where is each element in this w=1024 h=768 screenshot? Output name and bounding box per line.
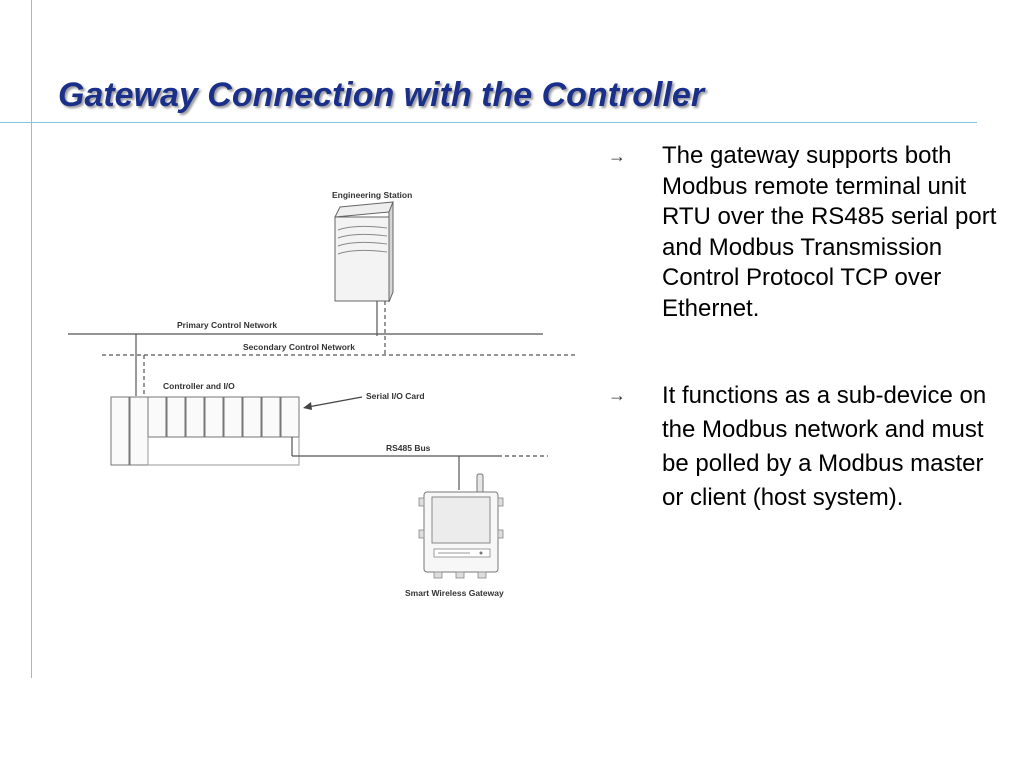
serial-io-card-label: Serial I/O Card <box>366 391 425 401</box>
arrow-right-icon: → <box>608 385 626 405</box>
primary-network-label: Primary Control Network <box>177 320 277 330</box>
gateway-label: Smart Wireless Gateway <box>405 588 504 598</box>
secondary-network-label: Secondary Control Network <box>243 342 355 352</box>
controller-rack <box>110 396 300 466</box>
slide-title: Gateway Connection with the Controller <box>58 76 705 114</box>
controller-io-label: Controller and I/O <box>163 381 235 391</box>
engineering-station-label: Engineering Station <box>332 190 412 200</box>
arrow-right-icon: → <box>608 146 626 166</box>
bullet-text: The gateway supports both Modbus remote … <box>662 142 997 322</box>
vertical-rule <box>31 0 32 678</box>
horizontal-rule <box>0 122 977 123</box>
bullet-text: It functions as a sub-device on the Modb… <box>662 382 987 511</box>
gateway-icon <box>418 473 504 579</box>
engineering-station-icon <box>334 201 394 303</box>
rs485-bus-label: RS485 Bus <box>386 443 431 453</box>
